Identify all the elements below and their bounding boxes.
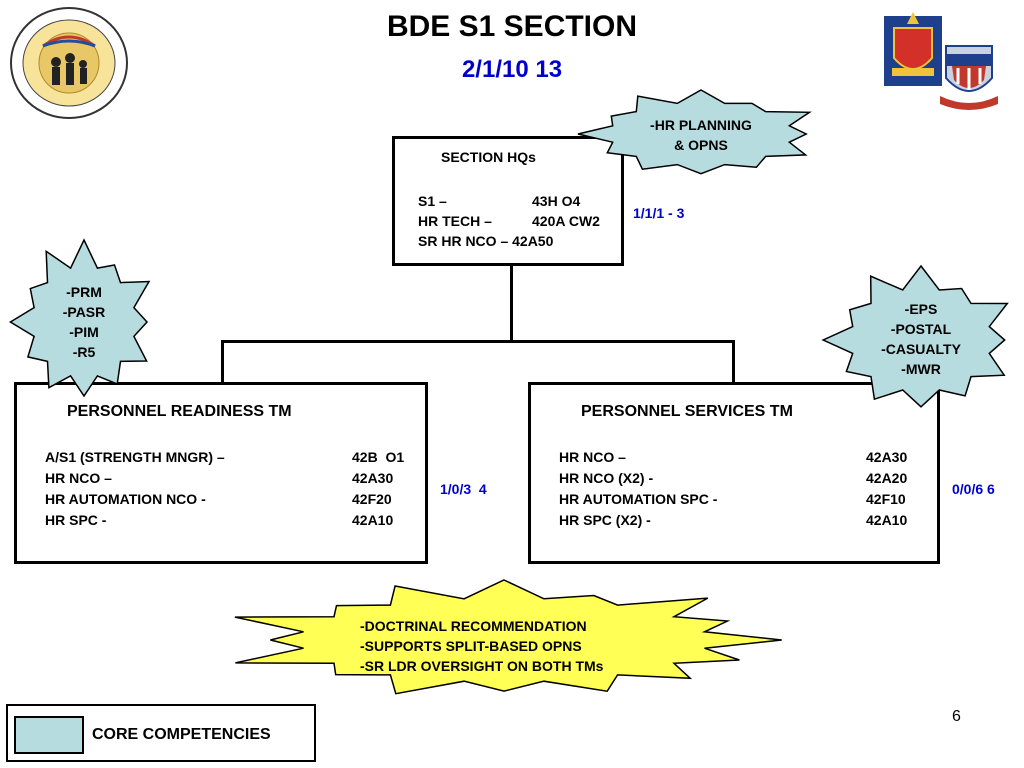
burst-line: -PRM	[66, 284, 102, 300]
burst-line: -CASUALTY	[881, 341, 961, 357]
page-number: 6	[952, 708, 961, 725]
doctrinal-burst: -DOCTRINAL RECOMMENDATION -SUPPORTS SPLI…	[210, 578, 798, 702]
readiness-tm-box: PERSONNEL READINESS TM A/S1 (STRENGTH MN…	[14, 382, 428, 564]
readiness-row-code: 42B O1	[352, 449, 405, 465]
burst-line: -HR PLANNING	[650, 117, 752, 133]
readiness-row-code: 42A10	[352, 512, 394, 528]
hq-row: HR TECH –	[418, 213, 492, 229]
legend-swatch	[14, 716, 84, 754]
burst-line: -MWR	[901, 361, 941, 377]
readiness-row: HR NCO –	[45, 470, 112, 486]
hr-management-seal-logo	[8, 6, 130, 120]
burst-line: -SUPPORTS SPLIT-BASED OPNS	[360, 638, 582, 654]
burst-line: -SR LDR OVERSIGHT ON BOTH TMs	[360, 658, 604, 674]
hr-planning-burst: -HR PLANNING & OPNS	[572, 88, 830, 180]
legend-label: CORE COMPETENCIES	[92, 726, 271, 743]
hq-row: S1 –	[418, 193, 447, 209]
readiness-row-code: 42F20	[352, 491, 392, 507]
burst-doctrinal-shape	[234, 579, 782, 695]
connector-left-down	[221, 340, 224, 384]
connector-right-down	[732, 340, 735, 384]
services-row: HR AUTOMATION SPC -	[559, 491, 718, 507]
regimental-crest-logo	[884, 10, 944, 86]
services-tm-count: 0/0/6 6	[952, 481, 995, 497]
burst-line: -PIM	[69, 324, 99, 340]
connector-hq-down	[510, 264, 513, 342]
burst-line: & OPNS	[674, 137, 728, 153]
burst-planning-shape	[577, 89, 812, 175]
readiness-burst: -PRM -PASR -PIM -R5	[6, 238, 162, 406]
services-tm-box: PERSONNEL SERVICES TM HR NCO – 42A30 HR …	[528, 382, 940, 564]
section-hq-count: 1/1/1 - 3	[633, 205, 685, 221]
services-tm-title: PERSONNEL SERVICES TM	[581, 403, 793, 420]
readiness-row: A/S1 (STRENGTH MNGR) –	[45, 449, 225, 465]
honor-and-legion-crest-logo	[938, 40, 1000, 112]
connector-horizontal	[221, 340, 735, 343]
services-row-code: 42A20	[866, 470, 908, 486]
burst-readiness-shape	[8, 238, 151, 398]
section-hq-box: SECTION HQs S1 – 43H O4 HR TECH – 420A C…	[392, 136, 624, 266]
services-row-code: 42F10	[866, 491, 906, 507]
services-row: HR NCO –	[559, 449, 626, 465]
burst-services-shape	[821, 264, 1009, 408]
page-subtitle: 2/1/10 13	[461, 56, 563, 83]
services-row-code: 42A30	[866, 449, 908, 465]
readiness-row-code: 42A30	[352, 470, 394, 486]
hq-row-code: 43H O4	[532, 193, 581, 209]
readiness-tm-count: 1/0/3 4	[440, 481, 487, 497]
readiness-row: HR AUTOMATION NCO -	[45, 491, 206, 507]
hq-row-code: 420A CW2	[532, 213, 600, 229]
section-hq-title: SECTION HQs	[441, 149, 536, 165]
hq-row: SR HR NCO – 42A50	[418, 233, 554, 249]
readiness-row: HR SPC -	[45, 512, 107, 528]
page-title: BDE S1 SECTION	[386, 10, 638, 43]
services-row-code: 42A10	[866, 512, 908, 528]
burst-line: -DOCTRINAL RECOMMENDATION	[360, 618, 587, 634]
services-burst: -EPS -POSTAL -CASUALTY -MWR	[818, 264, 1024, 416]
burst-line: -PASR	[62, 304, 106, 320]
services-row: HR SPC (X2) -	[559, 512, 651, 528]
readiness-tm-title: PERSONNEL READINESS TM	[67, 403, 292, 420]
services-row: HR NCO (X2) -	[559, 470, 654, 486]
burst-line: -POSTAL	[890, 321, 952, 337]
legend-box: CORE COMPETENCIES	[6, 704, 316, 762]
burst-line: -R5	[72, 344, 96, 360]
burst-line: -EPS	[904, 301, 938, 317]
